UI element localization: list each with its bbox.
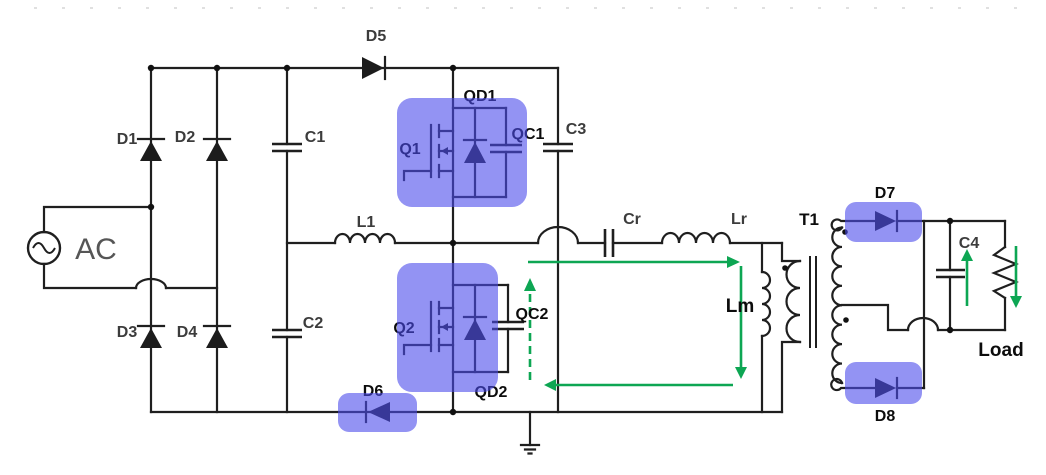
secondary-winding	[831, 226, 844, 385]
primary-polarity-dot	[782, 265, 788, 271]
ac-top-lead-wire	[42, 205, 153, 234]
label-d1: D1	[117, 131, 138, 148]
primary-top-lead	[780, 241, 802, 263]
capacitor-c3	[543, 142, 573, 153]
diode-d4	[202, 324, 232, 348]
highlight-box-d8	[845, 362, 922, 404]
junction-dots	[147, 64, 954, 416]
wire-hop-c3	[536, 225, 580, 245]
inductor-lr	[660, 231, 732, 245]
ac-source	[26, 230, 62, 266]
capacitor-c4	[936, 268, 965, 279]
label-l1: L1	[357, 214, 376, 231]
highlight-box-q1	[397, 98, 527, 207]
label-d5: D5	[366, 28, 387, 45]
label-c3: C3	[566, 121, 587, 138]
highlight-box-d7	[845, 202, 922, 242]
label-t1: T1	[799, 210, 819, 229]
diode-d2	[202, 137, 232, 161]
primary-bottom-lead	[780, 340, 802, 414]
highlight-box-q2	[397, 263, 498, 392]
secondary-top-lead	[830, 218, 876, 232]
current-arrowhead-left	[544, 379, 556, 391]
sine-wave-icon	[32, 242, 56, 254]
label-load: Load	[978, 340, 1023, 361]
diode-d1	[136, 137, 166, 161]
diode-d5	[362, 55, 387, 81]
current-arrowhead-up-dashed	[524, 278, 536, 291]
ground-symbol	[519, 410, 541, 455]
label-qc2: QC2	[516, 306, 549, 323]
label-c4: C4	[959, 235, 980, 252]
label-d2: D2	[175, 129, 196, 146]
secondary-bottom-polarity-dot	[843, 317, 849, 323]
capacitor-c2	[272, 328, 302, 339]
secondary-bottom-lead	[830, 377, 876, 392]
label-lm: Lm	[726, 296, 755, 317]
c4-arrowhead-up	[961, 249, 973, 261]
capacitor-c1	[272, 142, 302, 153]
current-flow-arrows	[524, 246, 1022, 391]
center-tap-wire	[840, 303, 910, 332]
label-c2: C2	[303, 315, 324, 332]
primary-winding	[785, 259, 802, 344]
ac-bottom-lead-wire	[42, 262, 138, 290]
label-d7: D7	[875, 185, 896, 202]
highlight-box-d6	[338, 393, 417, 432]
diode-d3	[136, 324, 166, 348]
label-d8: D8	[875, 408, 896, 425]
label-lr: Lr	[731, 211, 747, 228]
load-resistor	[991, 245, 1019, 300]
label-cr: Cr	[623, 211, 641, 228]
label-ac: AC	[75, 233, 117, 266]
load-arrowhead-down	[1010, 296, 1022, 308]
transformer-core	[809, 256, 817, 348]
current-arrowhead-down	[735, 367, 747, 379]
highlight-overlays	[338, 98, 922, 432]
inductor-l1	[333, 232, 397, 245]
current-arrowhead-right	[727, 256, 740, 268]
label-d3: D3	[117, 324, 138, 341]
ac-source-circle	[26, 230, 62, 266]
capacitor-cr	[603, 229, 615, 257]
label-d4: D4	[177, 324, 198, 341]
label-c1: C1	[305, 129, 326, 146]
inductor-lm	[760, 241, 772, 414]
